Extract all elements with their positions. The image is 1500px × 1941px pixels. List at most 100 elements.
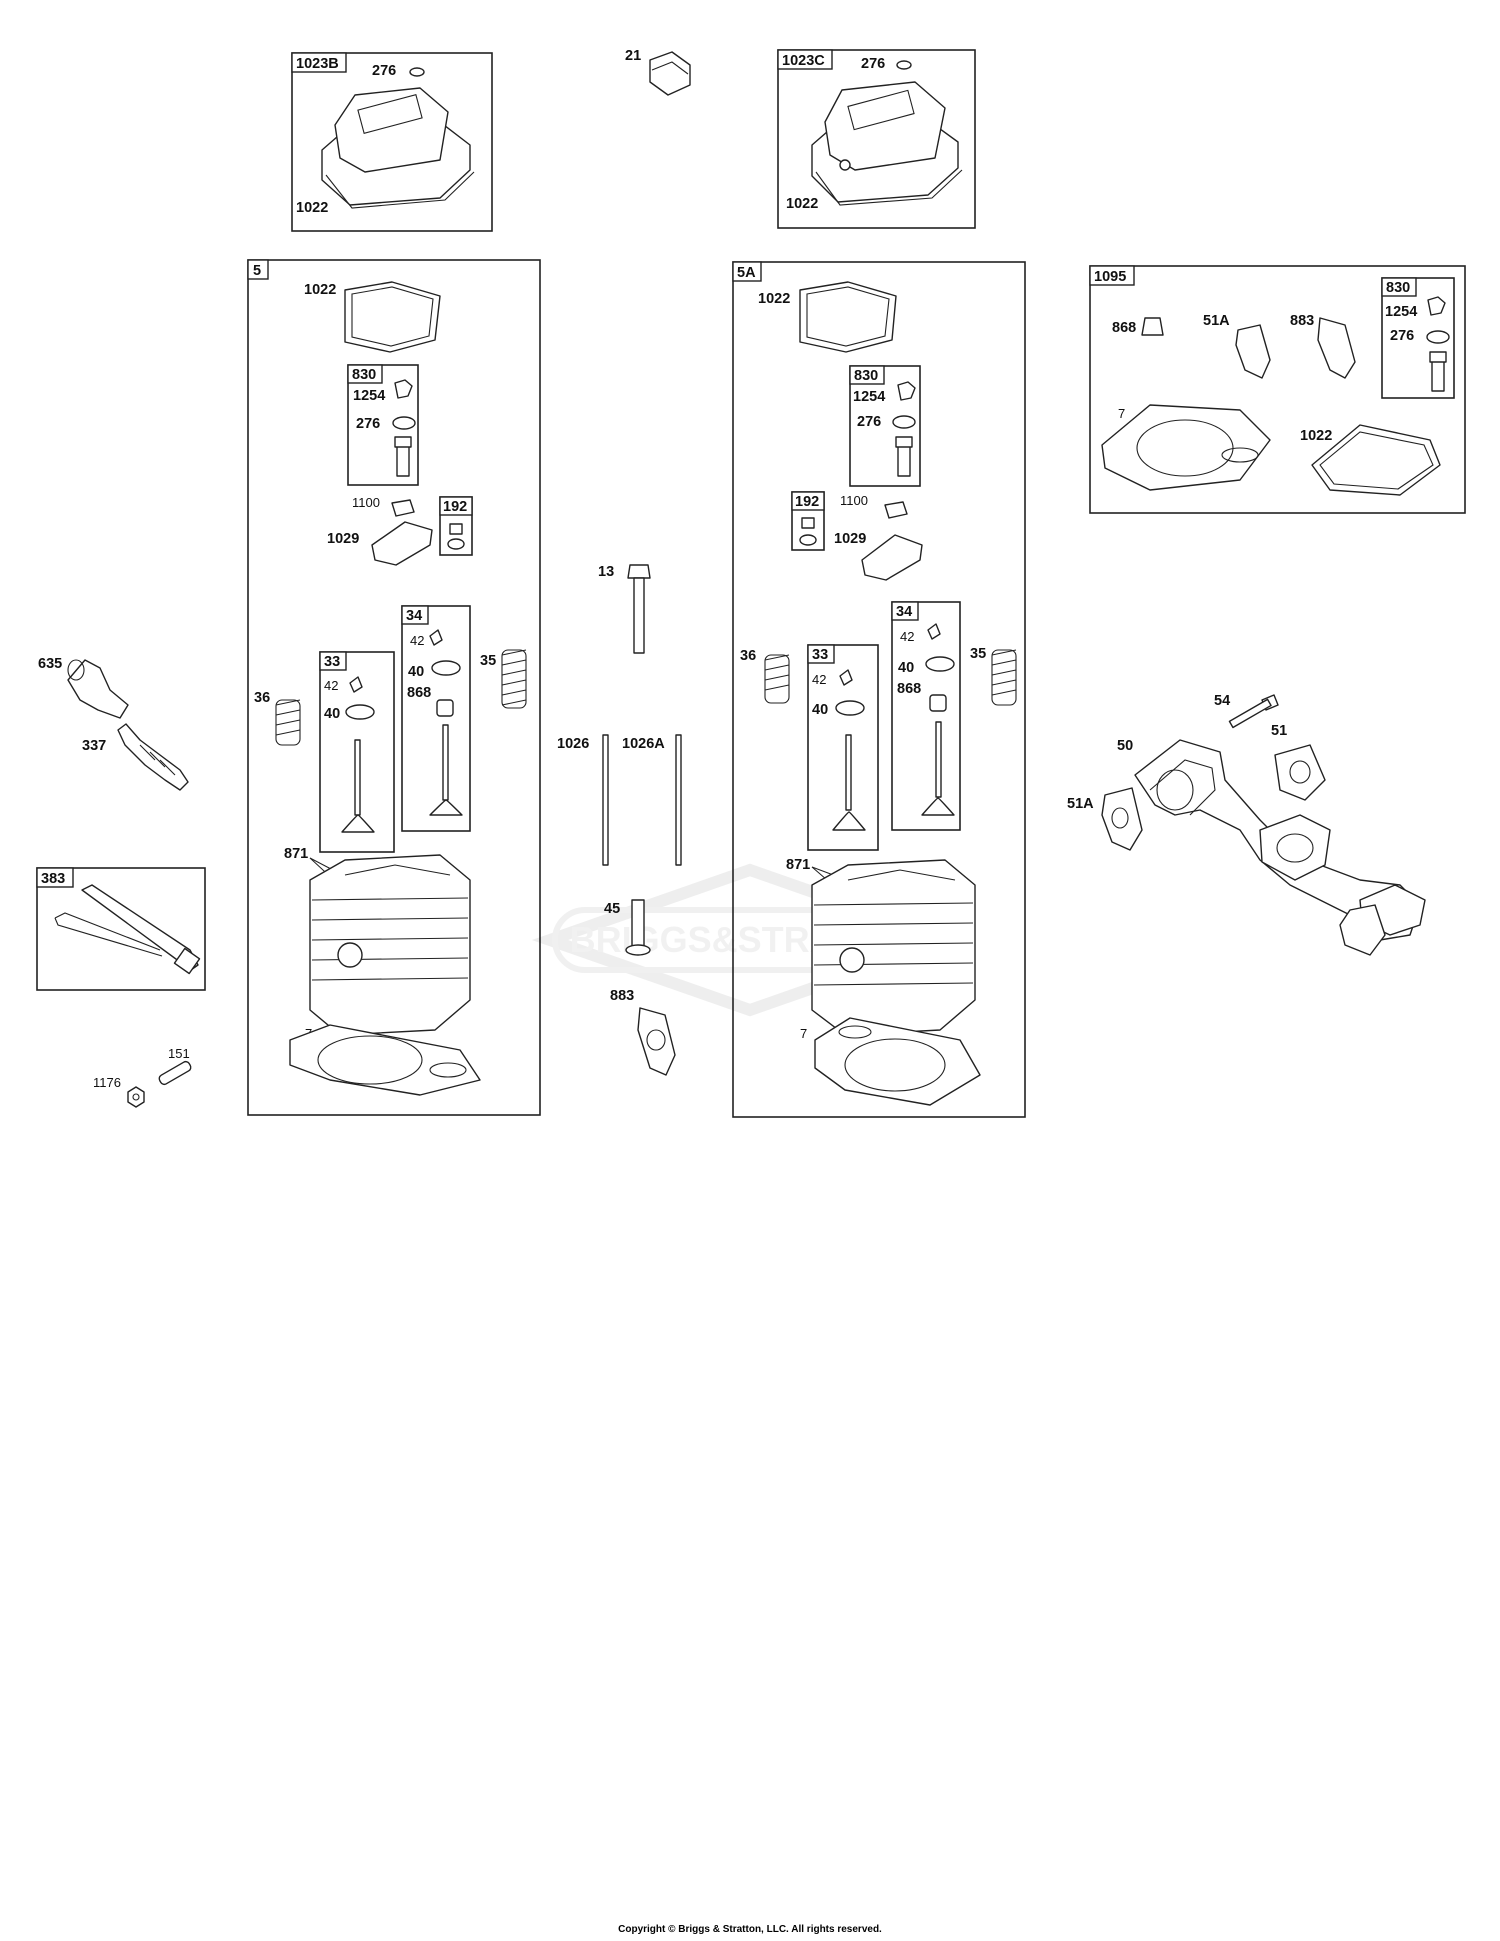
washer-276-b (409, 67, 425, 77)
label-276-k: 276 (1390, 328, 1414, 344)
label-54: 54 (1214, 693, 1230, 709)
label-871-5: 871 (284, 846, 308, 862)
spark-plug-337 (117, 723, 189, 791)
box-label-1023c: 1023C (782, 53, 825, 69)
label-276-5: 276 (356, 416, 380, 432)
label-51: 51 (1271, 723, 1287, 739)
guide-plate-45 (625, 899, 651, 956)
gasket-set-1095: 1095 868 51A 883 830 1254 276 7 1022 (1089, 265, 1466, 514)
push-rod-1026 (602, 734, 609, 866)
pin-151 (158, 1060, 192, 1086)
nut-1176 (127, 1086, 145, 1108)
kit-box-5a: 5A 1022 830 1254 276 192 1100 1029 36 33… (732, 261, 1026, 1118)
valve-spring-35-5 (501, 649, 527, 709)
push-rod-1026a (675, 734, 682, 866)
cylinder-head-5a (811, 859, 976, 1036)
tool-kit-383: 383 (36, 867, 206, 991)
label-635: 635 (38, 656, 62, 672)
kit-box-1023c: 1023C 276 1022 (777, 49, 976, 229)
spark-plug-boot-635 (67, 659, 129, 719)
label-42-34-5: 42 (410, 633, 424, 648)
label-151: 151 (168, 1046, 190, 1061)
gasket-1022-5 (344, 281, 441, 353)
box-label-192-5a: 192 (795, 494, 819, 510)
intake-manifold-50 (1134, 739, 1426, 956)
label-868-k: 868 (1112, 320, 1136, 336)
head-bolt-13 (627, 564, 651, 654)
label-40-34-5a: 40 (898, 660, 914, 676)
gasket-51a (1101, 787, 1143, 851)
box-label-1095: 1095 (1094, 269, 1126, 285)
label-42-33-5a: 42 (812, 672, 826, 687)
label-883-mid: 883 (610, 988, 634, 1004)
head-gasket-7-5 (289, 1024, 481, 1096)
label-51a-k: 51A (1203, 313, 1230, 329)
label-21: 21 (625, 48, 641, 64)
label-42-34-5a: 42 (900, 629, 914, 644)
label-1254-5a: 1254 (853, 389, 885, 405)
label-42-33-5: 42 (324, 678, 338, 693)
label-1176: 1176 (93, 1075, 121, 1090)
gasket-1022-5a (799, 281, 897, 353)
valve-spring-35-5a (991, 649, 1017, 706)
box-label-830-5: 830 (352, 367, 376, 383)
label-871-5a: 871 (786, 857, 810, 873)
label-1029-5a: 1029 (834, 531, 866, 547)
box-label-34-5: 34 (406, 608, 422, 624)
label-868-5a: 868 (897, 681, 921, 697)
label-1022-c: 1022 (786, 196, 818, 212)
box-label-5: 5 (253, 263, 261, 279)
label-45: 45 (604, 901, 620, 917)
label-36-5: 36 (254, 690, 270, 706)
label-1022-5a: 1022 (758, 291, 790, 307)
box-label-33-5a: 33 (812, 647, 828, 663)
label-1026A: 1026A (622, 736, 665, 752)
label-1100-5: 1100 (352, 495, 380, 510)
label-1254-5: 1254 (353, 388, 385, 404)
bolt-54 (1228, 694, 1279, 729)
label-1026: 1026 (557, 736, 589, 752)
kit-box-1023b: 1023B 276 1022 (291, 52, 493, 232)
label-276-c: 276 (861, 56, 885, 72)
label-1029-5: 1029 (327, 531, 359, 547)
label-1022-k: 1022 (1300, 428, 1332, 444)
oil-fill-cap-21: 21 (625, 48, 691, 96)
box-label-5a: 5A (737, 265, 756, 281)
valve-cover-c (811, 81, 963, 206)
label-40-34-5: 40 (408, 664, 424, 680)
label-35-5a: 35 (970, 646, 986, 662)
valve-cover-b (321, 87, 475, 209)
label-337: 337 (82, 738, 106, 754)
box-label-192-5: 192 (443, 499, 467, 515)
box-label-830-5a: 830 (854, 368, 878, 384)
gasket-51 (1274, 744, 1326, 801)
label-51a: 51A (1067, 796, 1094, 812)
label-7-5a: 7 (800, 1026, 807, 1041)
valve-spring-36-5a (764, 654, 790, 704)
copyright-notice: Copyright © Briggs & Stratton, LLC. All … (618, 1924, 882, 1935)
label-883-k: 883 (1290, 313, 1314, 329)
label-40-33-5: 40 (324, 706, 340, 722)
cylinder-head-5 (309, 854, 471, 1036)
box-label-383: 383 (41, 871, 65, 887)
label-36-5a: 36 (740, 648, 756, 664)
label-276-b: 276 (372, 63, 396, 79)
label-868-5: 868 (407, 685, 431, 701)
box-label-33-5: 33 (324, 654, 340, 670)
kit-box-5: 5 1022 830 1254 276 1100 192 1029 34 42 … (247, 259, 541, 1116)
gasket-883-mid (637, 1007, 676, 1076)
head-gasket-7-5a (814, 1017, 981, 1106)
box-label-830-k: 830 (1386, 280, 1410, 296)
label-1022-b: 1022 (296, 200, 328, 216)
label-40-33-5a: 40 (812, 702, 828, 718)
washer-276-c (896, 60, 912, 70)
valve-spring-36-5 (275, 699, 301, 746)
label-50: 50 (1117, 738, 1133, 754)
hex-key (54, 912, 161, 951)
label-1022-5: 1022 (304, 282, 336, 298)
label-1254-k: 1254 (1385, 304, 1417, 320)
rocker-arm-5 (371, 521, 433, 566)
label-13: 13 (598, 564, 614, 580)
label-7-k: 7 (1118, 406, 1125, 421)
